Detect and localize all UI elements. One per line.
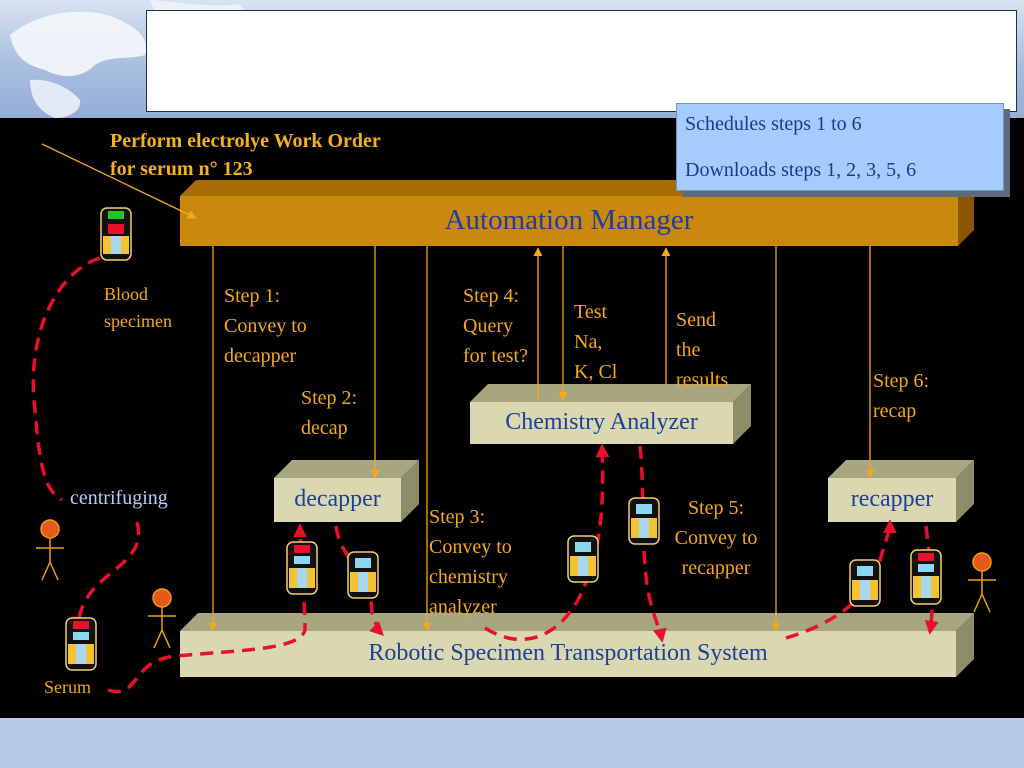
recapper-label: recapper bbox=[850, 486, 934, 512]
step2-label: Step 2: decap bbox=[301, 387, 358, 439]
blood-specimen-label: Blood specimen bbox=[104, 284, 172, 331]
world-map-image bbox=[10, 0, 250, 118]
note-line-2: Downloads steps 1, 2, 3, 5, 6 bbox=[685, 159, 917, 181]
slide-title-box bbox=[146, 10, 1017, 112]
step1-label: Step 1: Convey to decapper bbox=[224, 285, 307, 367]
step3-label: Step 3: Convey to chemistry analyzer bbox=[429, 506, 512, 618]
test-tube-icon bbox=[65, 617, 97, 671]
schedule-note: Schedules steps 1 to 6 Downloads steps 1… bbox=[676, 103, 1004, 191]
chemistry-analyzer-label: Chemistry Analyzer bbox=[505, 409, 698, 435]
test-tube-icon bbox=[286, 541, 318, 595]
serum-label: Serum bbox=[44, 677, 91, 697]
decapper-label: decapper bbox=[294, 486, 381, 512]
test-tube-icon bbox=[567, 535, 599, 583]
automation-manager-box bbox=[180, 180, 974, 246]
test-label: Test Na, K, Cl bbox=[574, 301, 618, 383]
send-results-label: Send the results bbox=[676, 309, 729, 391]
person-icon bbox=[36, 519, 64, 581]
test-tube-icon bbox=[100, 207, 132, 261]
work-order-text: Perform electrolye Work Order for serum … bbox=[110, 130, 381, 180]
test-tube-icon bbox=[849, 559, 881, 607]
step4-label: Step 4: Query for test? bbox=[463, 285, 528, 367]
person-icon bbox=[148, 588, 176, 649]
transport-system-label: Robotic Specimen Transportation System bbox=[368, 640, 768, 666]
step6-label: Step 6: recap bbox=[873, 370, 930, 422]
decapper-box bbox=[274, 460, 419, 522]
recapper-box bbox=[828, 460, 974, 522]
automation-manager-label: Automation Manager bbox=[444, 204, 694, 236]
step-arrows bbox=[41, 143, 875, 632]
note-line-1: Schedules steps 1 to 6 bbox=[685, 113, 862, 135]
step5-label: Step 5: Convey to recapper bbox=[674, 497, 758, 579]
centrifuging-label: centrifuging bbox=[70, 487, 168, 509]
chemistry-analyzer-box bbox=[470, 384, 751, 444]
test-tube-icon bbox=[628, 497, 660, 545]
bottom-band bbox=[0, 718, 1024, 768]
person-icon bbox=[968, 552, 996, 613]
test-tube-icon bbox=[347, 551, 379, 599]
test-tube-icon bbox=[910, 549, 942, 605]
